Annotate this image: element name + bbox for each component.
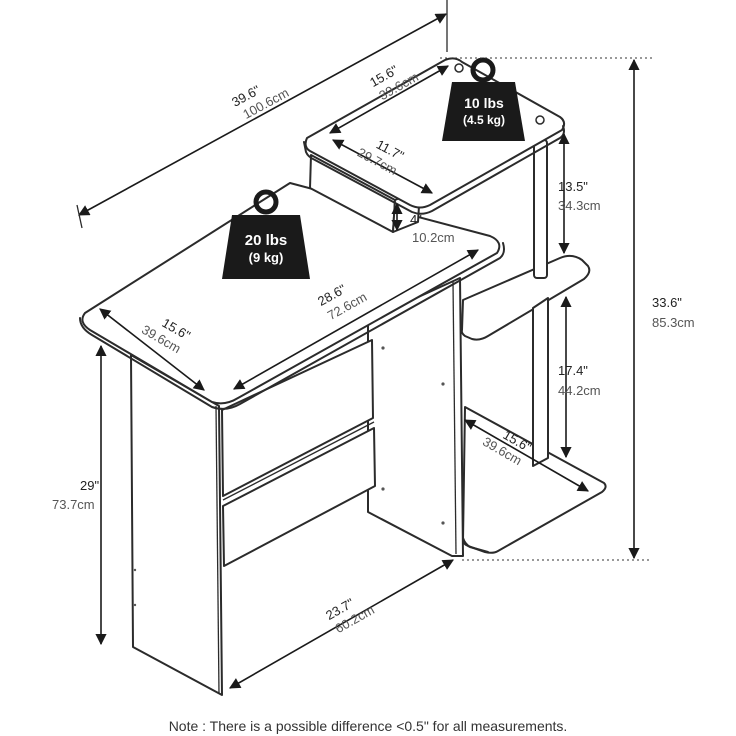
overall-height-in: 33.6" bbox=[652, 295, 682, 310]
bottom-shelf-depth-line bbox=[464, 419, 589, 492]
legroom-width-line bbox=[229, 559, 454, 689]
upper-gap-cm: 34.3cm bbox=[558, 198, 601, 213]
desk-modesty-panel-lower bbox=[222, 427, 376, 567]
top-shelf-width-line bbox=[332, 139, 433, 194]
desk-depth-line bbox=[99, 308, 205, 391]
overall-height-cm: 85.3cm bbox=[652, 315, 695, 330]
desk-length-line bbox=[233, 249, 479, 390]
overall-width-line bbox=[78, 13, 447, 216]
riser-height-in: 4" bbox=[410, 212, 422, 227]
measurement-note: Note : There is a possible difference <0… bbox=[168, 718, 568, 734]
desk-weight-lbs: 20 lbs bbox=[245, 232, 288, 249]
shelf-weight-icon: 10 lbs (4.5 kg) bbox=[442, 57, 525, 141]
riser-height-cm: 10.2cm bbox=[412, 230, 455, 245]
top-shelf-depth-line bbox=[329, 65, 449, 134]
desk-left-panel bbox=[130, 354, 223, 696]
shelf-post-upper bbox=[533, 139, 548, 279]
desk-side-panel bbox=[367, 277, 464, 557]
lower-gap-in: 17.4" bbox=[558, 363, 588, 378]
shelf-post-lower bbox=[532, 297, 549, 467]
upper-gap-in: 13.5" bbox=[558, 179, 588, 194]
desk-weight-kg: (9 kg) bbox=[249, 250, 284, 265]
dimension-lines bbox=[76, 0, 652, 689]
shelf-weight-kg: (4.5 kg) bbox=[463, 113, 505, 127]
shelf-weight-lbs: 10 lbs bbox=[464, 95, 504, 111]
desk-height-cm: 73.7cm bbox=[52, 497, 95, 512]
lower-gap-cm: 44.2cm bbox=[558, 383, 601, 398]
desk-height-in: 29" bbox=[80, 478, 99, 493]
